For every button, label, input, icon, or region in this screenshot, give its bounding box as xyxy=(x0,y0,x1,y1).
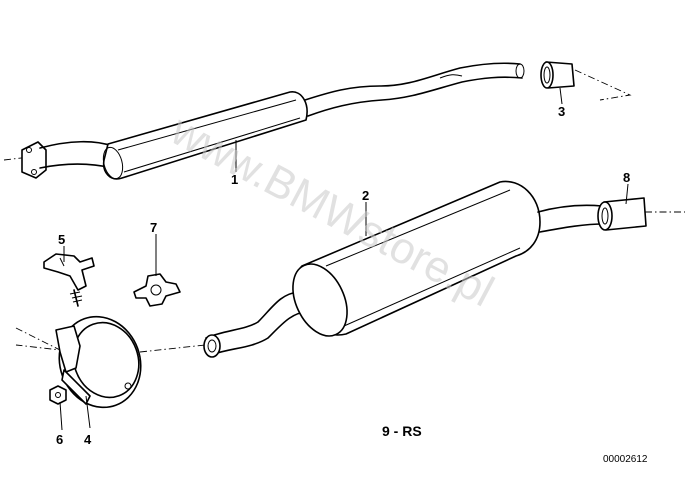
callout-3: 3 xyxy=(558,104,565,119)
pipe-flange xyxy=(21,141,47,179)
rubber-mount xyxy=(133,273,181,307)
callout-1: 1 xyxy=(231,172,238,187)
pipe-sleeve-rear xyxy=(597,197,647,231)
hex-nut xyxy=(49,385,67,405)
drawing-number: 00002612 xyxy=(603,454,648,465)
center-lines xyxy=(3,69,685,353)
rear-muffler xyxy=(203,180,608,358)
callout-5: 5 xyxy=(58,232,65,247)
callout-2: 2 xyxy=(362,188,369,203)
leader-lines xyxy=(59,87,629,431)
callout-4: 4 xyxy=(84,432,92,447)
center-muffler xyxy=(102,91,308,180)
hanger-bracket xyxy=(43,253,95,307)
callout-8: 8 xyxy=(623,170,630,185)
callout-7: 7 xyxy=(150,220,157,235)
variant-label: 9 - RS xyxy=(382,423,422,439)
pipe-sleeve-upper xyxy=(540,61,575,89)
muffler-clamp xyxy=(55,315,142,409)
front-pipe-center-muffler xyxy=(21,62,525,180)
callout-labels: 1 2 3 4 5 6 7 8 xyxy=(56,104,630,447)
callout-6: 6 xyxy=(56,432,63,447)
